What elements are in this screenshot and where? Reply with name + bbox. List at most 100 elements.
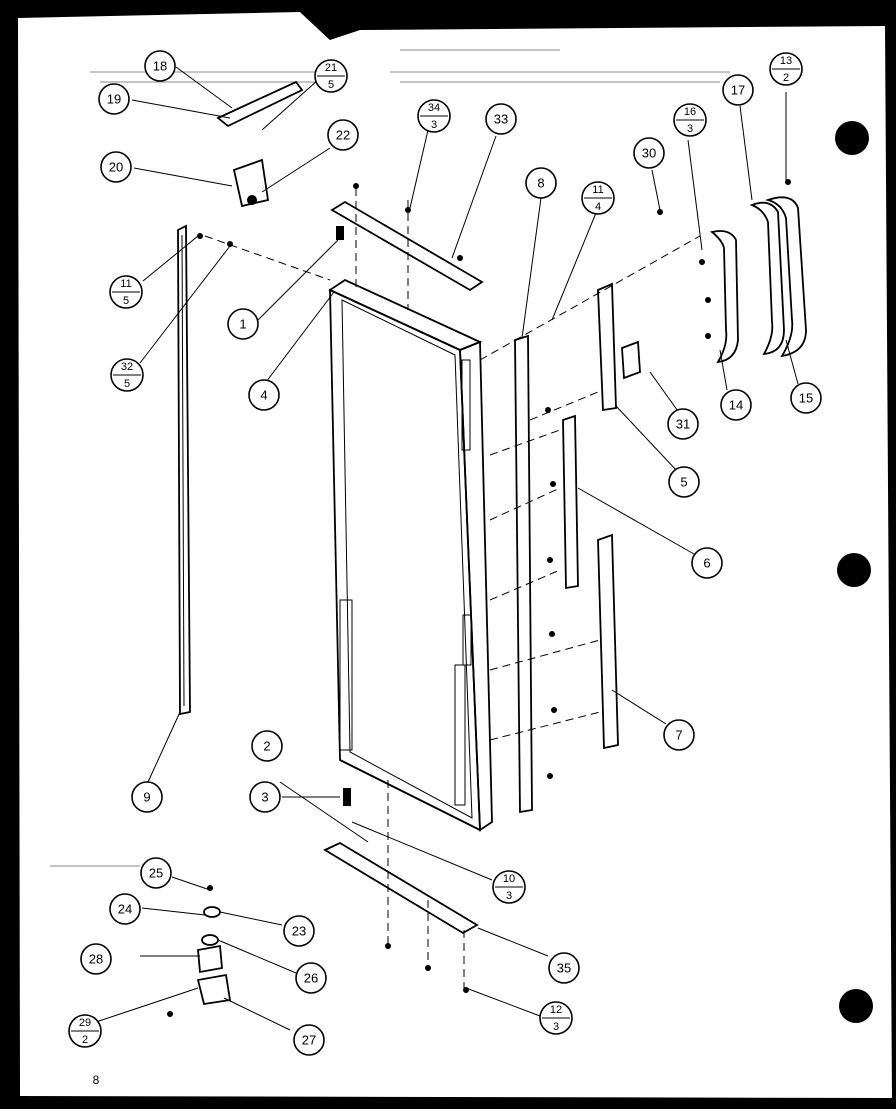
binder-hole [839, 989, 873, 1023]
callout-22: 22 [327, 119, 359, 151]
callout-18-label: 18 [153, 59, 167, 74]
callout-12-3: 123 [539, 1001, 573, 1035]
callout-34-3: 343 [417, 99, 451, 133]
page-number: 8 [93, 1073, 100, 1087]
assembly-lines [204, 188, 701, 990]
callout-28-label: 28 [89, 952, 103, 967]
callout-26: 26 [295, 962, 327, 994]
callout-5: 5 [668, 466, 700, 498]
callout-21-5-num: 21 [325, 62, 337, 74]
callout-3: 3 [249, 781, 281, 813]
handle-trim-5 [597, 282, 617, 412]
callout-11-4-den: 4 [595, 201, 601, 213]
callout-8-label: 8 [537, 176, 544, 191]
handle-17 [749, 201, 785, 356]
callout-27-label: 27 [302, 1033, 316, 1048]
bottom-trim-strip [323, 841, 479, 935]
binder-hole [835, 121, 869, 155]
label-31 [621, 340, 641, 380]
callout-32-5-num: 32 [121, 361, 133, 373]
callout-5-label: 5 [680, 475, 687, 490]
callout-35-label: 35 [557, 961, 571, 976]
handle-14 [709, 230, 739, 364]
callout-34-3-den: 3 [431, 119, 437, 131]
callout-7-label: 7 [675, 728, 682, 743]
callout-29-2: 292 [68, 1014, 102, 1048]
callout-33-label: 33 [494, 112, 508, 127]
handle-trim-7 [597, 533, 619, 750]
callout-30: 30 [633, 137, 665, 169]
callout-21-5-den: 5 [328, 79, 334, 91]
callout-12-3-den: 3 [553, 1021, 559, 1033]
callout-7: 7 [663, 719, 695, 751]
callout-4: 4 [248, 379, 280, 411]
callout-30-label: 30 [642, 146, 656, 161]
callout-2: 2 [251, 730, 283, 762]
callout-21-5: 215 [314, 59, 348, 93]
left-trim-strip [177, 224, 191, 716]
top-hinge [216, 80, 304, 208]
callout-23-label: 23 [292, 924, 306, 939]
callout-20-label: 20 [109, 160, 123, 175]
callout-14-label: 14 [729, 398, 743, 413]
right-trim-strip [514, 334, 533, 814]
leader-lines [95, 66, 799, 1031]
callout-11-4-num: 11 [592, 184, 603, 196]
callout-17-label: 17 [731, 83, 745, 98]
callout-24: 24 [109, 893, 141, 925]
callout-10-3: 103 [492, 870, 526, 904]
callout-9-label: 9 [143, 790, 150, 805]
callout-3-label: 3 [261, 790, 268, 805]
callout-29-2-den: 2 [82, 1034, 88, 1046]
callout-10-3-num: 10 [503, 873, 515, 885]
callout-17: 17 [722, 74, 754, 106]
callout-10-3-den: 3 [506, 890, 512, 902]
callout-11-5-num: 11 [120, 278, 131, 290]
callout-19: 19 [98, 83, 130, 115]
callout-12-3-num: 12 [550, 1004, 562, 1016]
callout-32-5-den: 5 [124, 378, 130, 390]
callout-15: 15 [790, 382, 822, 414]
fasteners [167, 179, 791, 1017]
callout-2-label: 2 [263, 739, 270, 754]
callout-16-3-num: 16 [684, 106, 696, 118]
top-trim-strip [330, 200, 484, 292]
callout-26-label: 26 [304, 971, 318, 986]
binder-hole [837, 553, 871, 587]
callout-11-5-den: 5 [123, 295, 129, 307]
callout-6: 6 [691, 547, 723, 579]
callout-15-label: 15 [799, 391, 813, 406]
callout-31: 31 [667, 408, 699, 440]
callout-34-3-num: 34 [428, 102, 440, 114]
callout-23: 23 [283, 915, 315, 947]
door-panel [328, 278, 493, 832]
callout-8: 8 [525, 167, 557, 199]
handle-trim-6 [562, 414, 579, 590]
callout-16-3-den: 3 [687, 123, 693, 135]
callout-27: 27 [293, 1024, 325, 1056]
handle-15 [764, 196, 807, 358]
callout-20: 20 [100, 151, 132, 183]
callout-9: 9 [131, 781, 163, 813]
callout-33: 33 [485, 103, 517, 135]
header-noise [50, 49, 730, 867]
callout-31-label: 31 [676, 417, 690, 432]
callout-13-2-num: 13 [780, 55, 792, 67]
callout-11-4: 114 [581, 181, 615, 215]
callout-32-5: 325 [110, 358, 144, 392]
callout-25: 25 [140, 857, 172, 889]
callout-18: 18 [144, 50, 176, 82]
callout-6-label: 6 [703, 556, 710, 571]
callout-14: 14 [720, 389, 752, 421]
callout-22-label: 22 [336, 128, 350, 143]
callout-28: 28 [80, 943, 112, 975]
callout-11-5: 115 [109, 275, 143, 309]
callout-24-label: 24 [118, 902, 132, 917]
callout-16-3: 163 [673, 103, 707, 137]
callout-1-label: 1 [239, 317, 246, 332]
callout-13-2: 132 [769, 52, 803, 86]
callout-1: 1 [227, 308, 259, 340]
callout-4-label: 4 [260, 388, 267, 403]
